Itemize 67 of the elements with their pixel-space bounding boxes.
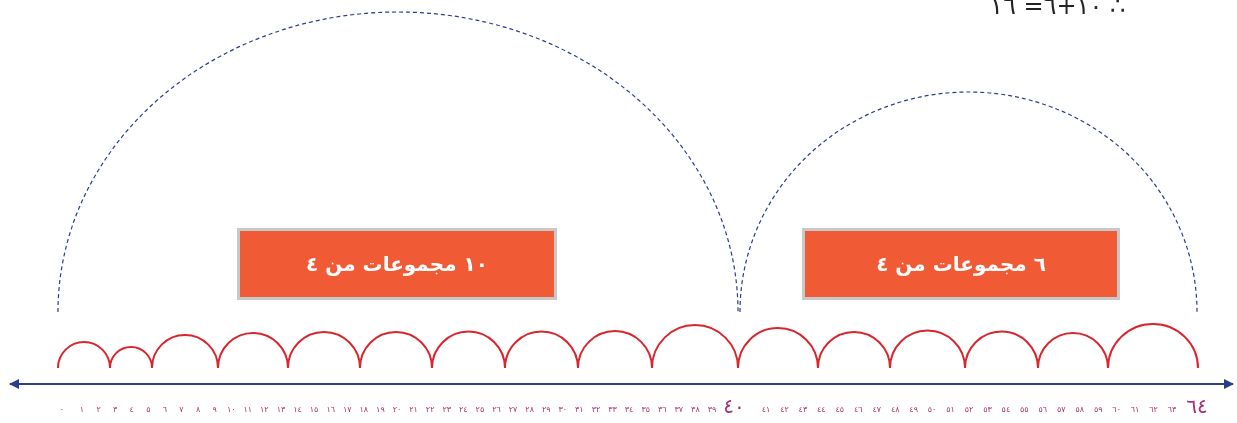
tick-label: ١٢ bbox=[260, 405, 269, 414]
tick-label: ٢٦ bbox=[492, 405, 501, 414]
tick-label: ٦٠ bbox=[1112, 405, 1121, 414]
tick-label: ١٥ bbox=[309, 405, 319, 414]
tick-label: ٥٢ bbox=[964, 405, 974, 414]
tick-label: ١٤ bbox=[293, 405, 302, 414]
tick-label: ٣٧ bbox=[674, 405, 684, 414]
tick-label: ٥٨ bbox=[1075, 405, 1084, 414]
tick-label: ٣ bbox=[113, 405, 118, 414]
tick-label: ٤٦ bbox=[853, 405, 863, 414]
tick-label: ٢٤ bbox=[459, 405, 468, 414]
tick-label: ٣٨ bbox=[691, 405, 700, 414]
tick-label: ٧ bbox=[179, 405, 184, 414]
tick-label: ٤٩ bbox=[909, 405, 918, 414]
label-box: ١٠ مجموعات من ٤ bbox=[237, 228, 557, 300]
tick-label: ٤ bbox=[129, 405, 134, 414]
tick-label: ٢٥ bbox=[475, 405, 485, 414]
tick-label: ٢١ bbox=[409, 405, 418, 414]
tick-label: ٣٦ bbox=[657, 405, 667, 414]
tick-label: ١٠ bbox=[226, 405, 236, 414]
tick-label: ٤١ bbox=[761, 405, 771, 414]
tick-label: ٣٢ bbox=[591, 405, 601, 414]
tick-label: ٥١ bbox=[946, 405, 955, 414]
tick-label: ٥٣ bbox=[983, 405, 992, 414]
tick-label: ٦٢ bbox=[1149, 405, 1158, 414]
tick-label: ٠ bbox=[59, 405, 65, 414]
tick-label: ٢٧ bbox=[508, 405, 518, 414]
tick-label: ٥٦ bbox=[1038, 405, 1048, 414]
tick-label: ٥٠ bbox=[927, 405, 937, 414]
tick-label: ١٩ bbox=[376, 405, 385, 414]
tick-label: ٢٨ bbox=[525, 405, 534, 414]
tick-label: ٩ bbox=[212, 405, 217, 414]
tick-label: ٥٤ bbox=[1001, 405, 1011, 414]
tick-label: ٥٥ bbox=[1020, 405, 1029, 414]
tick-label: ٥ bbox=[146, 405, 151, 414]
tick-label: ٣٥ bbox=[641, 405, 650, 414]
tick-label: ٢٢ bbox=[425, 405, 435, 414]
tick-label: ٤٧ bbox=[872, 405, 881, 414]
tick-label: ٦٤ bbox=[1186, 394, 1208, 418]
tick-label: ٨ bbox=[195, 405, 201, 414]
tick-label: ٦٣ bbox=[1167, 405, 1177, 414]
tick-label: ١٣ bbox=[276, 405, 286, 414]
tick-label: ١١ bbox=[243, 405, 253, 414]
tick-label: ١٧ bbox=[342, 405, 352, 414]
tick-label: ٢٩ bbox=[541, 405, 551, 414]
tick-label: ٣١ bbox=[575, 405, 584, 414]
tick-label: ٣٣ bbox=[608, 405, 617, 414]
tick-label: ٣٩ bbox=[707, 405, 717, 414]
tick-label: ٥٧ bbox=[1056, 405, 1066, 414]
tick-label: ٣٤ bbox=[624, 405, 634, 414]
tick-label: ٦١ bbox=[1130, 405, 1140, 414]
tick-label: ٢٣ bbox=[442, 405, 452, 414]
tick-label: ٤٣ bbox=[798, 405, 808, 414]
tick-label: ١ bbox=[79, 405, 85, 414]
tick-label: ٤٢ bbox=[780, 405, 789, 414]
tick-label: ٤٨ bbox=[890, 405, 900, 414]
tick-label: ٥٩ bbox=[1093, 405, 1103, 414]
tick-label: ٢٠ bbox=[392, 405, 402, 414]
label-box: ٦ مجموعات من ٤ bbox=[802, 228, 1120, 300]
tick-label: ١٦ bbox=[326, 405, 335, 414]
tick-label: ٤٥ bbox=[835, 405, 845, 414]
tick-label: ٣٠ bbox=[558, 405, 568, 414]
tick-label: ١٨ bbox=[359, 405, 369, 414]
tick-label: ٦ bbox=[162, 405, 168, 414]
tick-label: ٤٠ bbox=[723, 394, 745, 418]
tick-label: ٤٤ bbox=[817, 405, 826, 414]
tick-label: ٢ bbox=[96, 405, 101, 414]
